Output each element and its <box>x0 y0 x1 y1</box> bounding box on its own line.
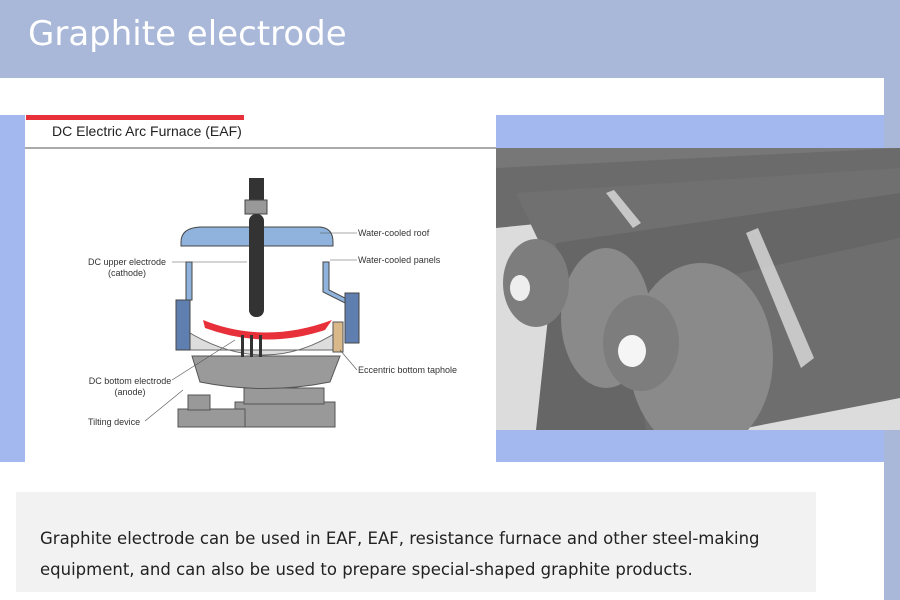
label-bottom-electrode-sub: (anode) <box>114 387 145 397</box>
diagram-title: DC Electric Arc Furnace (EAF) <box>52 123 242 139</box>
eaf-diagram: DC Electric Arc Furnace (EAF) Water-cool… <box>25 115 496 462</box>
slide-title: Graphite electrode <box>28 14 347 54</box>
label-upper-electrode-sub: (cathode) <box>108 268 146 278</box>
diagram-red-bar <box>26 115 244 120</box>
description-text: Graphite electrode can be used in EAF, E… <box>40 529 760 579</box>
title-bar: Graphite electrode <box>0 0 900 78</box>
label-roof: Water-cooled roof <box>358 228 430 238</box>
photo-top-band <box>496 115 884 148</box>
left-decor-strip <box>0 115 25 462</box>
label-taphole: Eccentric bottom taphole <box>358 365 457 375</box>
photo-bottom-band <box>496 430 884 462</box>
label-bottom-electrode: DC bottom electrode <box>89 376 172 386</box>
description-box: Graphite electrode can be used in EAF, E… <box>16 492 816 592</box>
label-upper-electrode: DC upper electrode <box>88 257 166 267</box>
graphite-electrodes-photo <box>496 148 900 453</box>
label-tilting: Tilting device <box>88 417 140 427</box>
label-panels: Water-cooled panels <box>358 255 441 265</box>
